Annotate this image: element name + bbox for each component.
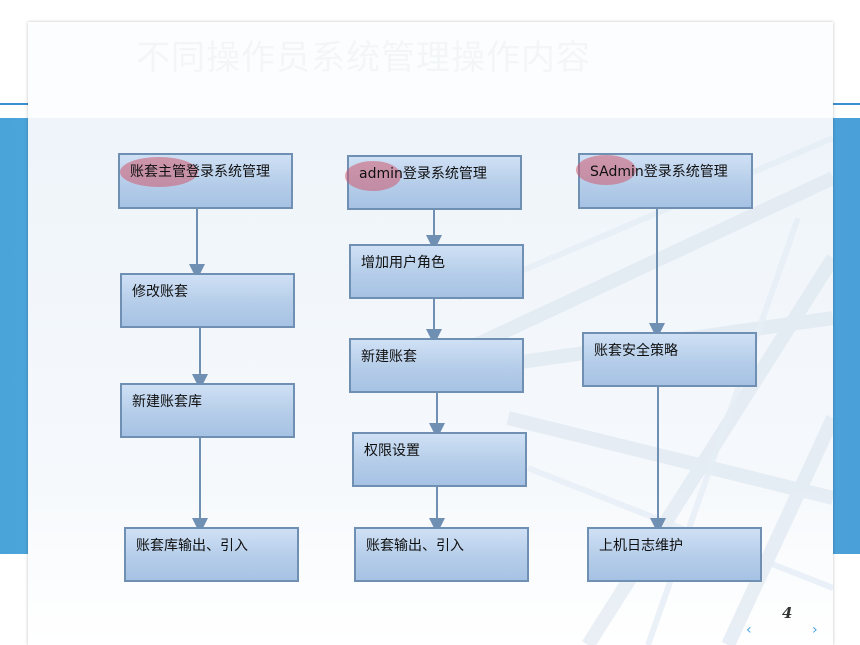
slide: 不同操作员系统管理操作内容 bbox=[28, 22, 833, 645]
highlight-mark bbox=[576, 155, 636, 185]
col3-step-2: 上机日志维护 bbox=[587, 527, 762, 582]
col1-step-3: 账套库输出、引入 bbox=[124, 527, 299, 582]
header-highlight-text: 账套主管 bbox=[130, 164, 186, 180]
col2-step-4: 账套输出、引入 bbox=[354, 527, 529, 582]
prev-slide-button[interactable]: ‹ bbox=[746, 622, 752, 638]
col2-step-3: 权限设置 bbox=[352, 432, 527, 487]
col2-header-box: admin登录系统管理 bbox=[345, 155, 522, 210]
highlight-mark bbox=[120, 157, 198, 187]
flow-arrows bbox=[189, 208, 666, 534]
header-rest-text: 登录系统管理 bbox=[186, 164, 270, 180]
header-highlight-text: admin bbox=[359, 166, 403, 182]
col1-header-box: 账套主管登录系统管理 bbox=[118, 153, 293, 209]
step-label: 增加用户角色 bbox=[361, 255, 445, 271]
title-area: 不同操作员系统管理操作内容 bbox=[28, 22, 833, 118]
col1-step-2: 新建账套库 bbox=[120, 383, 295, 438]
page-number: 4 bbox=[782, 604, 793, 622]
next-slide-button[interactable]: › bbox=[812, 622, 818, 638]
col1-step-1: 修改账套 bbox=[120, 273, 295, 328]
step-label: 账套输出、引入 bbox=[366, 538, 464, 554]
step-label: 新建账套库 bbox=[132, 394, 202, 410]
col3-step-1: 账套安全策略 bbox=[582, 332, 757, 387]
step-label: 账套安全策略 bbox=[594, 343, 678, 359]
header-highlight-text: SAdmin bbox=[590, 164, 644, 180]
step-label: 新建账套 bbox=[361, 349, 417, 365]
highlight-mark bbox=[345, 161, 401, 191]
step-label: 权限设置 bbox=[364, 443, 420, 459]
col2-step-1: 增加用户角色 bbox=[349, 244, 524, 299]
step-label: 上机日志维护 bbox=[599, 538, 683, 554]
col3-header-box: SAdmin登录系统管理 bbox=[576, 153, 753, 209]
step-label: 修改账套 bbox=[132, 284, 188, 300]
col2-step-2: 新建账套 bbox=[349, 338, 524, 393]
header-rest-text: 登录系统管理 bbox=[402, 166, 487, 182]
slide-title: 不同操作员系统管理操作内容 bbox=[136, 38, 591, 78]
step-label: 账套库输出、引入 bbox=[136, 538, 248, 554]
header-rest-text: 登录系统管理 bbox=[643, 164, 728, 180]
